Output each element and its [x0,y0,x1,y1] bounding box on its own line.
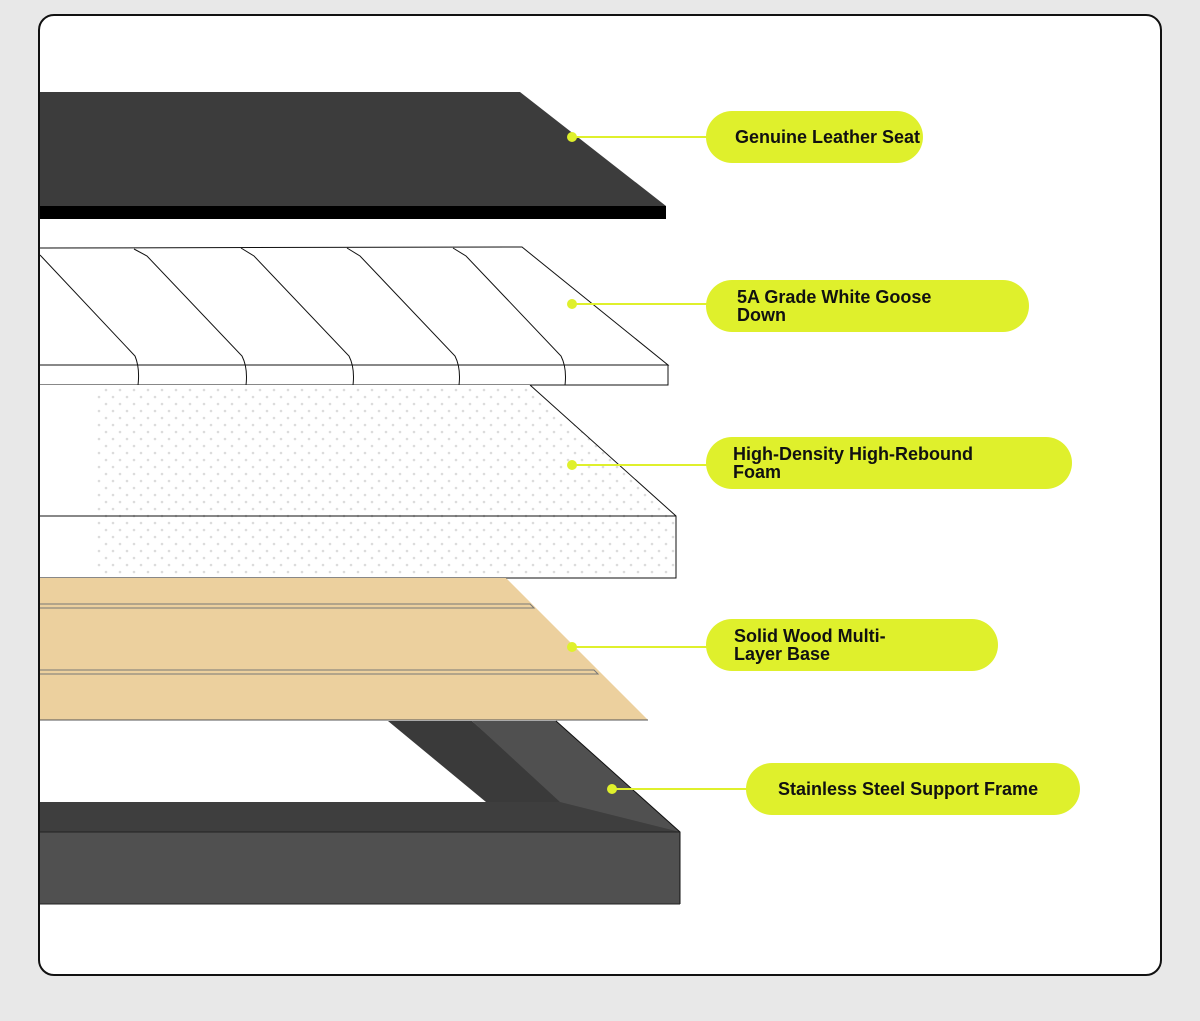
layer-diagram [40,92,748,905]
label-leather-seat: Genuine Leather Seat [706,111,923,163]
label-wood-base-text: Solid Wood Multi-Layer Base [734,626,886,664]
label-foam: High-Density High-Rebound Foam [706,437,1072,489]
foam-layer [40,384,677,579]
wood-base-layer [40,578,648,721]
leader-lines [567,132,748,794]
diagram-card: Genuine Leather Seat 5A Grade White Goos… [38,14,1162,976]
label-foam-text: High-Density High-Rebound Foam [733,444,973,482]
leader-dot-foam [567,460,577,470]
goose-down-layer [40,246,670,386]
leader-dot-down [567,299,577,309]
label-goose-down-text: 5A Grade White Goose Down [737,287,932,325]
label-steel-frame-text: Stainless Steel Support Frame [778,779,1039,799]
leather-seat-layer [40,92,666,219]
label-wood-base: Solid Wood Multi-Layer Base [706,619,998,671]
steel-frame-layer [40,720,681,905]
leader-dot-leather [567,132,577,142]
leader-dot-steel [607,784,617,794]
leader-dot-wood [567,642,577,652]
label-steel-frame: Stainless Steel Support Frame [746,763,1080,815]
label-leather-seat-text: Genuine Leather Seat [735,127,921,147]
label-goose-down: 5A Grade White Goose Down [706,280,1029,332]
